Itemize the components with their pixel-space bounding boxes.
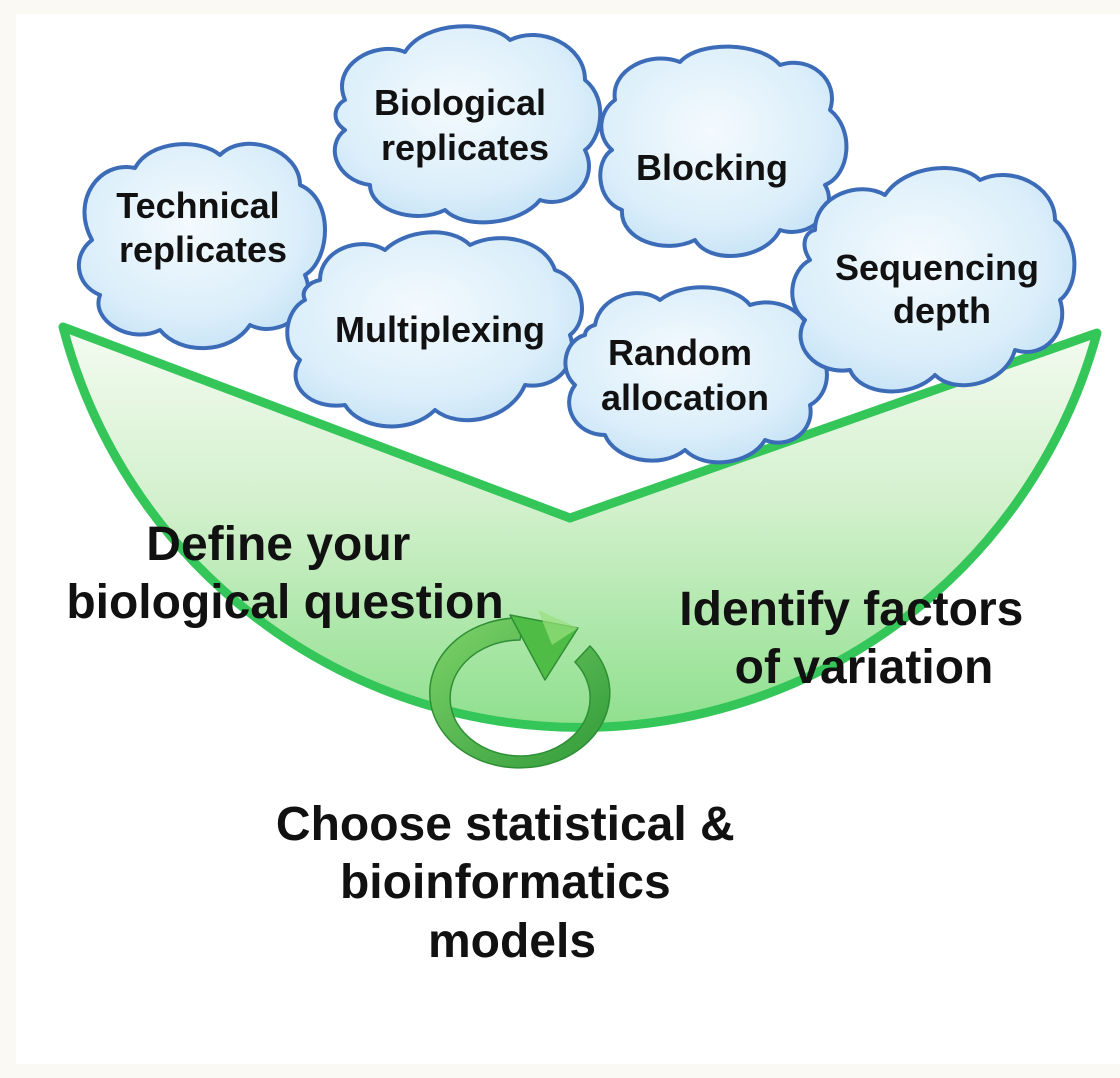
clouds-layer	[76, 24, 1077, 465]
label-identify-factors: Identify factors of variation	[679, 583, 1036, 694]
label-choose-line3: models	[428, 915, 596, 968]
label-biological-line1: Biological	[374, 82, 546, 123]
cloud-multiplexing	[285, 230, 584, 429]
label-multiplexing: Multiplexing	[335, 309, 545, 350]
label-biological-line2: replicates	[381, 127, 549, 168]
label-identify-line1: Identify factors	[679, 583, 1023, 636]
label-choose-line1: Choose statistical &	[276, 798, 735, 851]
label-sequencing-line2: depth	[893, 290, 991, 331]
label-sequencing-line1: Sequencing	[835, 247, 1039, 288]
label-technical-line1: Technical	[116, 185, 279, 226]
label-define-line2: biological question	[66, 576, 503, 629]
refresh-arrow-icon	[429, 610, 611, 769]
cloud-random-allocation	[563, 285, 829, 465]
label-random-allocation: Random allocation	[601, 332, 769, 418]
cloud-technical-replicates	[76, 141, 327, 351]
label-define-line1: Define your	[146, 518, 410, 571]
label-technical-replicates: Technical replicates	[116, 185, 289, 270]
cloud-sequencing-depth	[790, 166, 1077, 394]
cloud-labels: Technical replicates Biological replicat…	[116, 82, 1049, 418]
label-random-line1: Random	[608, 332, 752, 373]
label-random-line2: allocation	[601, 377, 769, 418]
label-choose-models: Choose statistical & bioinformatics mode…	[276, 798, 748, 968]
label-sequencing-depth: Sequencing depth	[835, 247, 1049, 331]
label-define-question: Define your biological question	[66, 518, 503, 629]
bowl-labels: Define your biological question Identify…	[66, 518, 1036, 968]
label-technical-line2: replicates	[119, 229, 287, 270]
label-biological-replicates: Biological replicates	[374, 82, 556, 168]
label-blocking: Blocking	[636, 147, 788, 188]
label-choose-line2: bioinformatics	[340, 856, 671, 909]
cloud-biological-replicates	[332, 24, 603, 225]
label-identify-line2: of variation	[735, 641, 994, 694]
